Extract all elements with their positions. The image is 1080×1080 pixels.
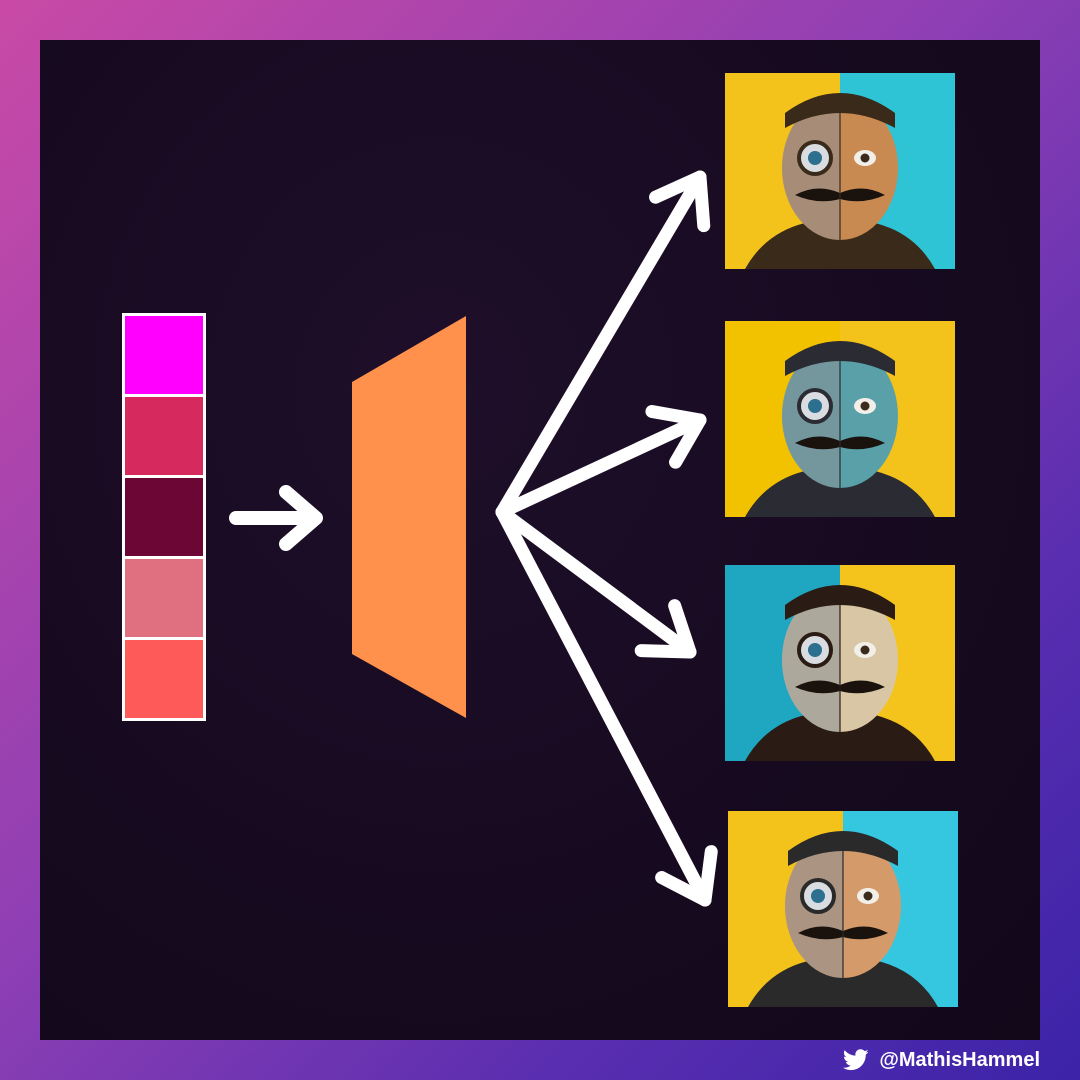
output-image-3	[725, 565, 955, 761]
twitter-credit[interactable]: @MathisHammel	[843, 1046, 1040, 1074]
output-image-1	[725, 73, 955, 269]
output-image-4	[728, 811, 958, 1007]
latent-cell	[125, 640, 203, 718]
latent-cell	[125, 559, 203, 637]
latent-cell	[125, 316, 203, 394]
output-image-2	[725, 321, 955, 517]
output-arrow	[495, 505, 697, 659]
output-arrow	[495, 505, 718, 907]
twitter-handle: @MathisHammel	[879, 1048, 1040, 1071]
output-arrows	[495, 170, 718, 907]
latent-cell	[125, 478, 203, 556]
latent-vector	[122, 313, 206, 721]
output-arrow	[495, 404, 707, 519]
twitter-bird-icon	[843, 1049, 869, 1071]
input-arrow	[229, 485, 323, 551]
decoder-block	[352, 316, 466, 718]
latent-cell	[125, 397, 203, 475]
output-arrow	[495, 170, 711, 519]
